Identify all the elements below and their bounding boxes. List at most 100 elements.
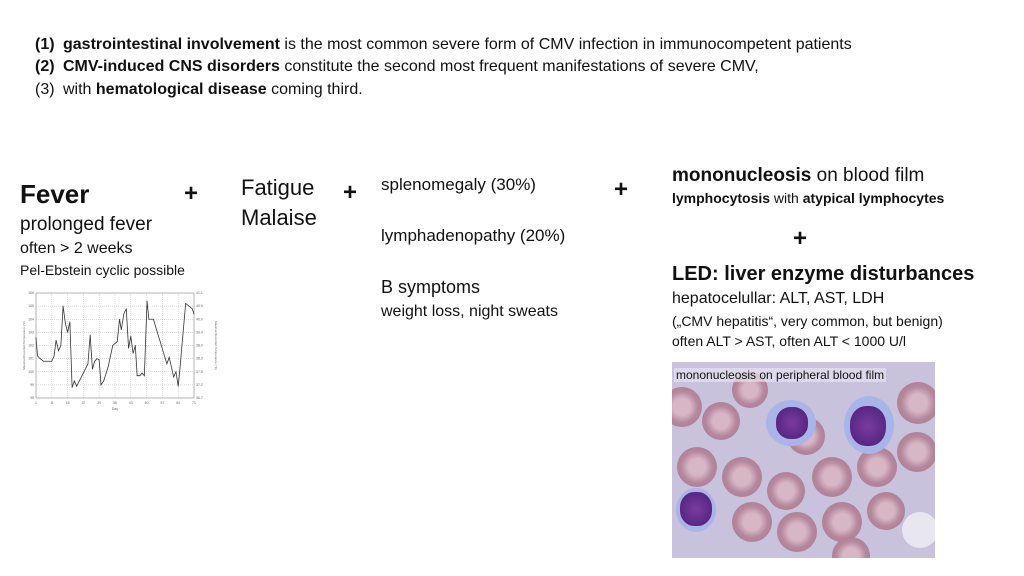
data-point — [60, 345, 62, 346]
data-point — [191, 308, 193, 310]
intro-bold: CMV-induced CNS disorders — [63, 58, 280, 75]
intro-line-3: (3) with hematological disease coming thi… — [35, 81, 363, 99]
y-right-tick-label: 41.1 — [196, 291, 203, 295]
y-tick-label: 98 — [30, 396, 34, 400]
data-point — [128, 347, 129, 349]
data-point — [55, 339, 57, 341]
intro-num: (3) — [35, 81, 55, 98]
led-line-2: („CMV hepatitis“, very common, but benig… — [672, 313, 943, 329]
data-point — [67, 331, 68, 333]
plus-sign: + — [184, 180, 199, 207]
y-tick-label: 99 — [30, 383, 34, 387]
data-point — [139, 375, 141, 377]
data-point — [193, 313, 195, 315]
data-point — [166, 363, 168, 365]
b-symptoms-detail: weight loss, night sweats — [381, 303, 558, 320]
plus-sign: + — [343, 179, 358, 206]
data-point — [53, 355, 55, 357]
data-point — [130, 335, 132, 337]
data-point — [173, 376, 175, 378]
mono-sub: lymphocytosis with atypical lymphocytes — [672, 190, 945, 206]
x-tick-label: 36 — [113, 401, 117, 405]
data-point — [168, 356, 170, 358]
plus-sign: + — [614, 176, 629, 203]
y-right-tick-label: 37.2 — [196, 383, 203, 387]
intro-text: coming third. — [266, 81, 363, 98]
data-point — [39, 358, 41, 360]
y-tick-label: 106 — [28, 291, 34, 295]
intro-text: with — [63, 81, 96, 98]
y-axis-label: Maximal Recorded Temperature (°F) — [22, 321, 26, 370]
data-point — [35, 337, 37, 339]
plus-sign: + — [793, 225, 808, 252]
fever-line-1: prolonged fever — [20, 214, 153, 235]
fever-line-3: Pel-Ebstein cyclic possible — [20, 262, 185, 278]
y-right-tick-label: 38.9 — [196, 344, 203, 348]
mono-bold: mononucleosis — [672, 165, 812, 186]
data-point — [185, 303, 187, 304]
intro-bold: gastrointestinal involvement — [63, 36, 280, 53]
data-point — [51, 360, 53, 362]
mono-title: mononucleosis on blood film — [672, 165, 925, 187]
y-tick-label: 105 — [28, 304, 34, 308]
intro-bold: hematological disease — [95, 81, 267, 98]
data-point — [134, 345, 136, 346]
data-point — [83, 372, 84, 374]
data-point — [120, 329, 122, 331]
data-point — [92, 368, 93, 370]
data-point — [152, 318, 154, 320]
x-tick-label: 22 — [81, 401, 85, 405]
y-tick-label: 103 — [28, 330, 34, 334]
x-tick-label: 8 — [51, 401, 53, 405]
intro-line-2: (2)CMV-induced CNS disorders constitute … — [35, 58, 759, 76]
fever-title: Fever — [20, 179, 90, 209]
intro-num: (1) — [35, 36, 55, 53]
y-tick-label: 100 — [28, 370, 34, 374]
data-point — [58, 350, 59, 352]
blood-film-image: mononucleosis on peripheral blood film — [672, 362, 935, 558]
data-point — [69, 321, 71, 323]
y-right-tick-label: 36.7 — [196, 396, 203, 400]
data-point — [175, 371, 177, 373]
mono-sub-bold: atypical lymphocytes — [802, 190, 945, 206]
x-tick-label: 29 — [97, 401, 101, 405]
x-tick-label: 57 — [160, 401, 164, 405]
y-tick-label: 104 — [28, 317, 34, 321]
data-point — [146, 300, 148, 302]
y-tick-label: 101 — [28, 357, 34, 361]
data-point — [141, 372, 143, 374]
data-point — [98, 359, 100, 361]
data-point — [43, 360, 44, 362]
data-point — [112, 345, 114, 346]
data-point — [107, 366, 109, 367]
data-point — [100, 384, 102, 386]
x-tick-label: 64 — [176, 401, 180, 405]
data-point — [143, 375, 145, 377]
data-point — [179, 372, 180, 374]
led-title: LED: liver enzyme disturbances — [672, 263, 975, 285]
malaise-label: Malaise — [241, 205, 317, 230]
data-point — [125, 308, 127, 310]
fever-line-2: often > 2 weeks — [20, 240, 133, 257]
x-tick-label: 71 — [192, 401, 196, 405]
data-point — [71, 387, 73, 388]
led-line-3: often ALT > AST, often ALT < 1000 U/l — [672, 333, 907, 349]
y-right-tick-label: 39.4 — [196, 330, 203, 334]
y-tick-label: 102 — [28, 344, 34, 348]
mono-rest: on blood film — [811, 165, 925, 186]
mono-sub-bold: lymphocytosis — [672, 190, 771, 206]
data-point — [177, 385, 179, 387]
data-point — [148, 318, 150, 320]
data-point — [76, 385, 78, 387]
x-tick-label: 50 — [145, 401, 149, 405]
x-tick-label: 1 — [35, 401, 37, 405]
y-right-tick-label: 37.8 — [196, 370, 203, 374]
data-point — [136, 375, 138, 377]
temperature-line — [35, 300, 195, 388]
y-right-axis-label: Maximal Recorded Temperature (°C) — [214, 321, 218, 370]
data-point — [132, 352, 134, 354]
intro-text: is the most common severe form of CMV in… — [279, 36, 852, 53]
data-point — [64, 322, 66, 324]
b-symptoms-title: B symptoms — [381, 277, 481, 297]
